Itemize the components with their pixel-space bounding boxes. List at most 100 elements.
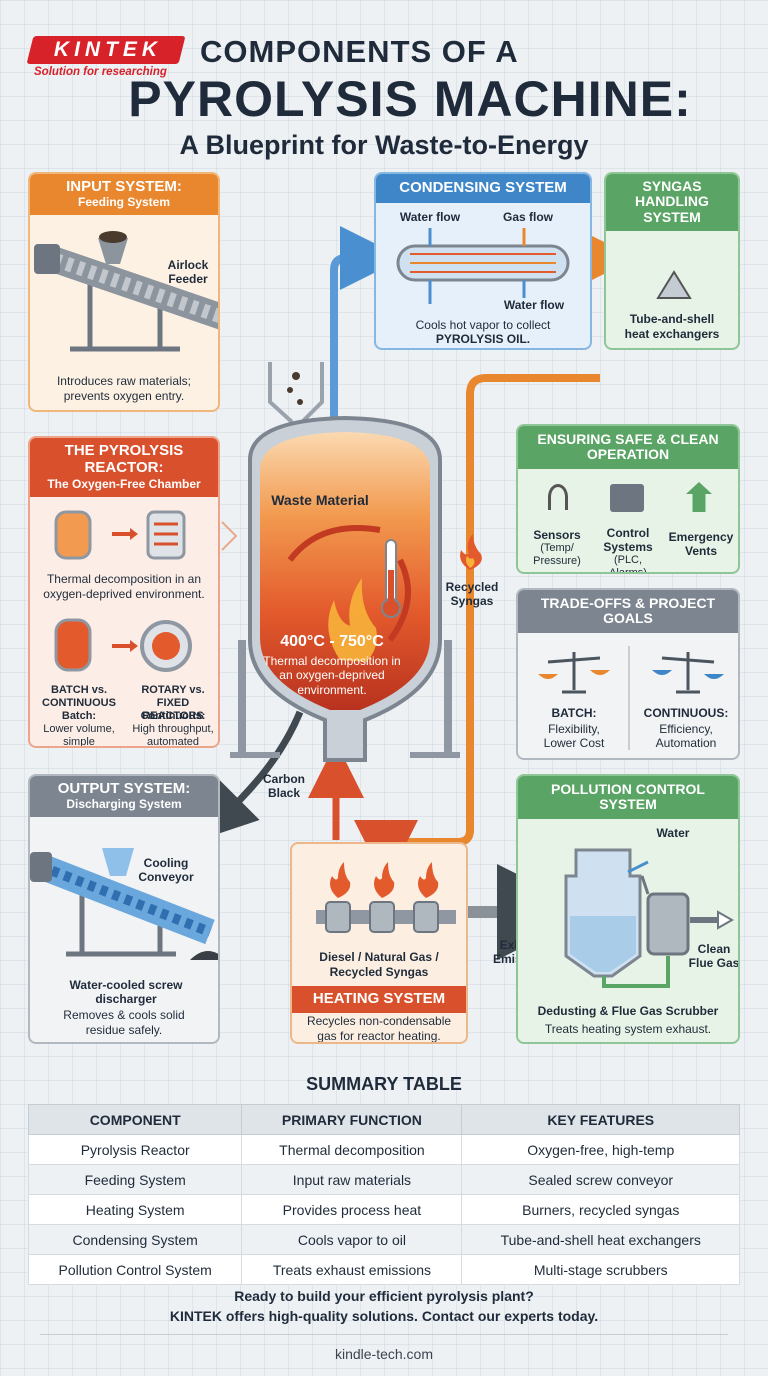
syngas-panel: SYNGAS HANDLING SYSTEM Tube-and-shell he… bbox=[604, 172, 740, 350]
input-system-desc: Introduces raw materials; prevents oxyge… bbox=[56, 374, 192, 403]
table-cell: Oxygen-free, high-temp bbox=[461, 1134, 740, 1165]
header-function: PRIMARY FUNCTION bbox=[241, 1104, 463, 1135]
airlock-feeder-label: Airlock Feeder bbox=[167, 258, 209, 287]
reactor-temperature: 400°C - 750°C bbox=[280, 633, 384, 650]
condenser-illustration bbox=[396, 228, 570, 304]
waste-material-label: Waste Material bbox=[271, 492, 369, 508]
table-cell: Cools vapor to oil bbox=[241, 1224, 463, 1255]
heating-system-header: HEATING SYSTEM bbox=[292, 986, 466, 1013]
airlock-feeder-illustration bbox=[34, 231, 218, 352]
input-system-header: INPUT SYSTEM: Feeding System bbox=[30, 174, 218, 215]
pollution-control-panel: POLLUTION CONTROL SYSTEM Water Clean Flu… bbox=[516, 774, 740, 1044]
cooling-conveyor-illustration bbox=[30, 848, 218, 960]
header-component: COMPONENT bbox=[27, 1104, 243, 1135]
reactor-panel: THE PYROLYSIS REACTOR: The Oxygen-Free C… bbox=[28, 436, 220, 748]
heating-fuel-label: Diesel / Natural Gas / Recycled Syngas bbox=[319, 950, 439, 979]
emergency-vent-icon bbox=[686, 482, 712, 512]
subtitle: A Blueprint for Waste-to-Energy bbox=[179, 130, 589, 160]
sensor-icon bbox=[548, 484, 568, 510]
batch-rotary-illustration bbox=[54, 618, 192, 672]
reactor-panel-subtitle: The Oxygen-Free Chamber bbox=[47, 477, 201, 491]
footer-url[interactable]: kindle-tech.com bbox=[334, 1346, 434, 1362]
footer-divider bbox=[40, 1334, 728, 1335]
water-cooled-screw-label: Water-cooled screw discharger bbox=[69, 978, 183, 1007]
input-system-title: INPUT SYSTEM: bbox=[66, 178, 182, 195]
condensing-header: CONDENSING SYSTEM bbox=[376, 174, 590, 203]
control-system-icon bbox=[610, 484, 644, 512]
safe-item-1-sub: (PLC, Alarms) bbox=[609, 554, 647, 574]
output-system-panel: OUTPUT SYSTEM: Discharging System Coolin… bbox=[28, 774, 220, 1044]
table-row: Feeding System Input raw materials Seale… bbox=[27, 1164, 740, 1195]
tradeoffs-header: TRADE-OFFS & PROJECT GOALS bbox=[518, 590, 738, 633]
pollution-desc: Treats heating system exhaust. bbox=[544, 1022, 712, 1036]
safe-operation-header: ENSURING SAFE & CLEAN OPERATION bbox=[518, 426, 738, 469]
table-cell: Heating System bbox=[27, 1194, 243, 1225]
header-features: KEY FEATURES bbox=[461, 1104, 740, 1135]
reactor-pointer bbox=[221, 521, 238, 551]
table-cell: Input raw materials bbox=[241, 1164, 463, 1195]
clean-flue-gas-label: Clean Flue Gas bbox=[688, 942, 740, 971]
scrubber-illustration bbox=[564, 848, 735, 988]
output-system-desc: Removes & cools solid residue safely. bbox=[63, 1008, 185, 1037]
summary-title: SUMMARY TABLE bbox=[306, 1074, 462, 1094]
logo-text: KINTEK bbox=[53, 38, 163, 61]
reactor-panel-title: THE PYROLYSIS REACTOR: bbox=[64, 442, 184, 476]
table-cell: Burners, recycled syngas bbox=[461, 1194, 740, 1225]
continuous-sub: Continuous: bbox=[140, 710, 206, 722]
table-row: Pyrolysis Reactor Thermal decomposition … bbox=[27, 1134, 740, 1165]
water-flow-out-label: Water flow bbox=[503, 298, 565, 312]
syngas-desc: Tube-and-shell heat exchangers bbox=[624, 312, 720, 341]
output-system-header: OUTPUT SYSTEM: Discharging System bbox=[30, 776, 218, 817]
batch-scale-icon bbox=[538, 652, 610, 694]
cooling-conveyor-label: Cooling Conveyor bbox=[138, 856, 194, 885]
table-cell: Pyrolysis Reactor bbox=[27, 1134, 243, 1165]
summary-header-row: COMPONENT PRIMARY FUNCTION KEY FEATURES bbox=[27, 1104, 740, 1135]
table-row: Condensing System Cools vapor to oil Tub… bbox=[27, 1224, 740, 1255]
condensing-panel: CONDENSING SYSTEM Water flow Gas flow Wa… bbox=[374, 172, 592, 350]
summary-table: COMPONENT PRIMARY FUNCTION KEY FEATURES … bbox=[27, 1104, 740, 1285]
burners-illustration bbox=[316, 862, 456, 933]
reactor-types-illustration bbox=[54, 510, 186, 560]
table-cell: Sealed screw conveyor bbox=[461, 1164, 740, 1195]
input-system-subtitle: Feeding System bbox=[77, 194, 171, 209]
syngas-illustration bbox=[656, 270, 692, 299]
input-system-panel: INPUT SYSTEM: Feeding System Airlock Fee… bbox=[28, 172, 220, 412]
divider bbox=[628, 646, 630, 750]
feeder-chute bbox=[268, 362, 324, 424]
batch-continuous-title: BATCH vs. CONTINUOUS bbox=[42, 684, 116, 710]
condensing-desc-line1: Cools hot vapor to collect bbox=[415, 318, 551, 332]
continuous-scale-icon bbox=[652, 652, 724, 694]
table-cell: Multi-stage scrubbers bbox=[461, 1254, 740, 1285]
table-cell: Condensing System bbox=[27, 1224, 243, 1255]
output-system-subtitle: Discharging System bbox=[66, 796, 182, 811]
continuous-desc: Efficiency, Automation bbox=[655, 722, 717, 751]
table-cell: Feeding System bbox=[27, 1164, 243, 1195]
water-label: Water bbox=[656, 826, 690, 840]
heating-system-panel: Diesel / Natural Gas / Recycled Syngas H… bbox=[290, 842, 468, 1044]
logo-tagline: Solution for researching bbox=[34, 66, 167, 78]
batch-sub: Batch: bbox=[61, 710, 97, 722]
batch-desc: Flexibility, Lower Cost bbox=[543, 722, 605, 751]
table-cell: Provides process heat bbox=[241, 1194, 463, 1225]
cta-line1: Ready to build your efficient pyrolysis … bbox=[234, 1288, 534, 1304]
condensing-desc-line2: PYROLYSIS OIL. bbox=[435, 332, 531, 346]
rotary-fixed-title: ROTARY vs. FIXED REACTORS bbox=[141, 684, 205, 723]
syngas-header: SYNGAS HANDLING SYSTEM bbox=[606, 174, 738, 232]
batch-desc: Lower volume, simple bbox=[43, 723, 115, 748]
safe-item-1-label: Control Systems bbox=[603, 526, 653, 555]
continuous-label: CONTINUOUS: bbox=[643, 706, 729, 720]
safe-item-2-label: Emergency Vents bbox=[668, 530, 734, 559]
recycled-syngas-flame-icon bbox=[460, 534, 482, 570]
reactor-desc: Thermal decomposition in an oxygen-depri… bbox=[263, 654, 401, 697]
reactor-panel-desc: Thermal decomposition in an oxygen-depri… bbox=[43, 572, 205, 601]
heating-system-desc: Recycles non-condensable gas for reactor… bbox=[306, 1014, 452, 1043]
continuous-desc: High throughput, automated bbox=[132, 723, 214, 748]
table-cell: Pollution Control System bbox=[27, 1254, 243, 1285]
cta-line2: KINTEK offers high-quality solutions. Co… bbox=[169, 1308, 599, 1324]
syngas-pipe bbox=[354, 374, 600, 884]
table-row: Heating System Provides process heat Bur… bbox=[27, 1194, 740, 1225]
safe-operation-panel: ENSURING SAFE & CLEAN OPERATION Sensors … bbox=[516, 424, 740, 574]
table-cell: Treats exhaust emissions bbox=[241, 1254, 463, 1285]
vapor-pipe bbox=[330, 226, 404, 460]
